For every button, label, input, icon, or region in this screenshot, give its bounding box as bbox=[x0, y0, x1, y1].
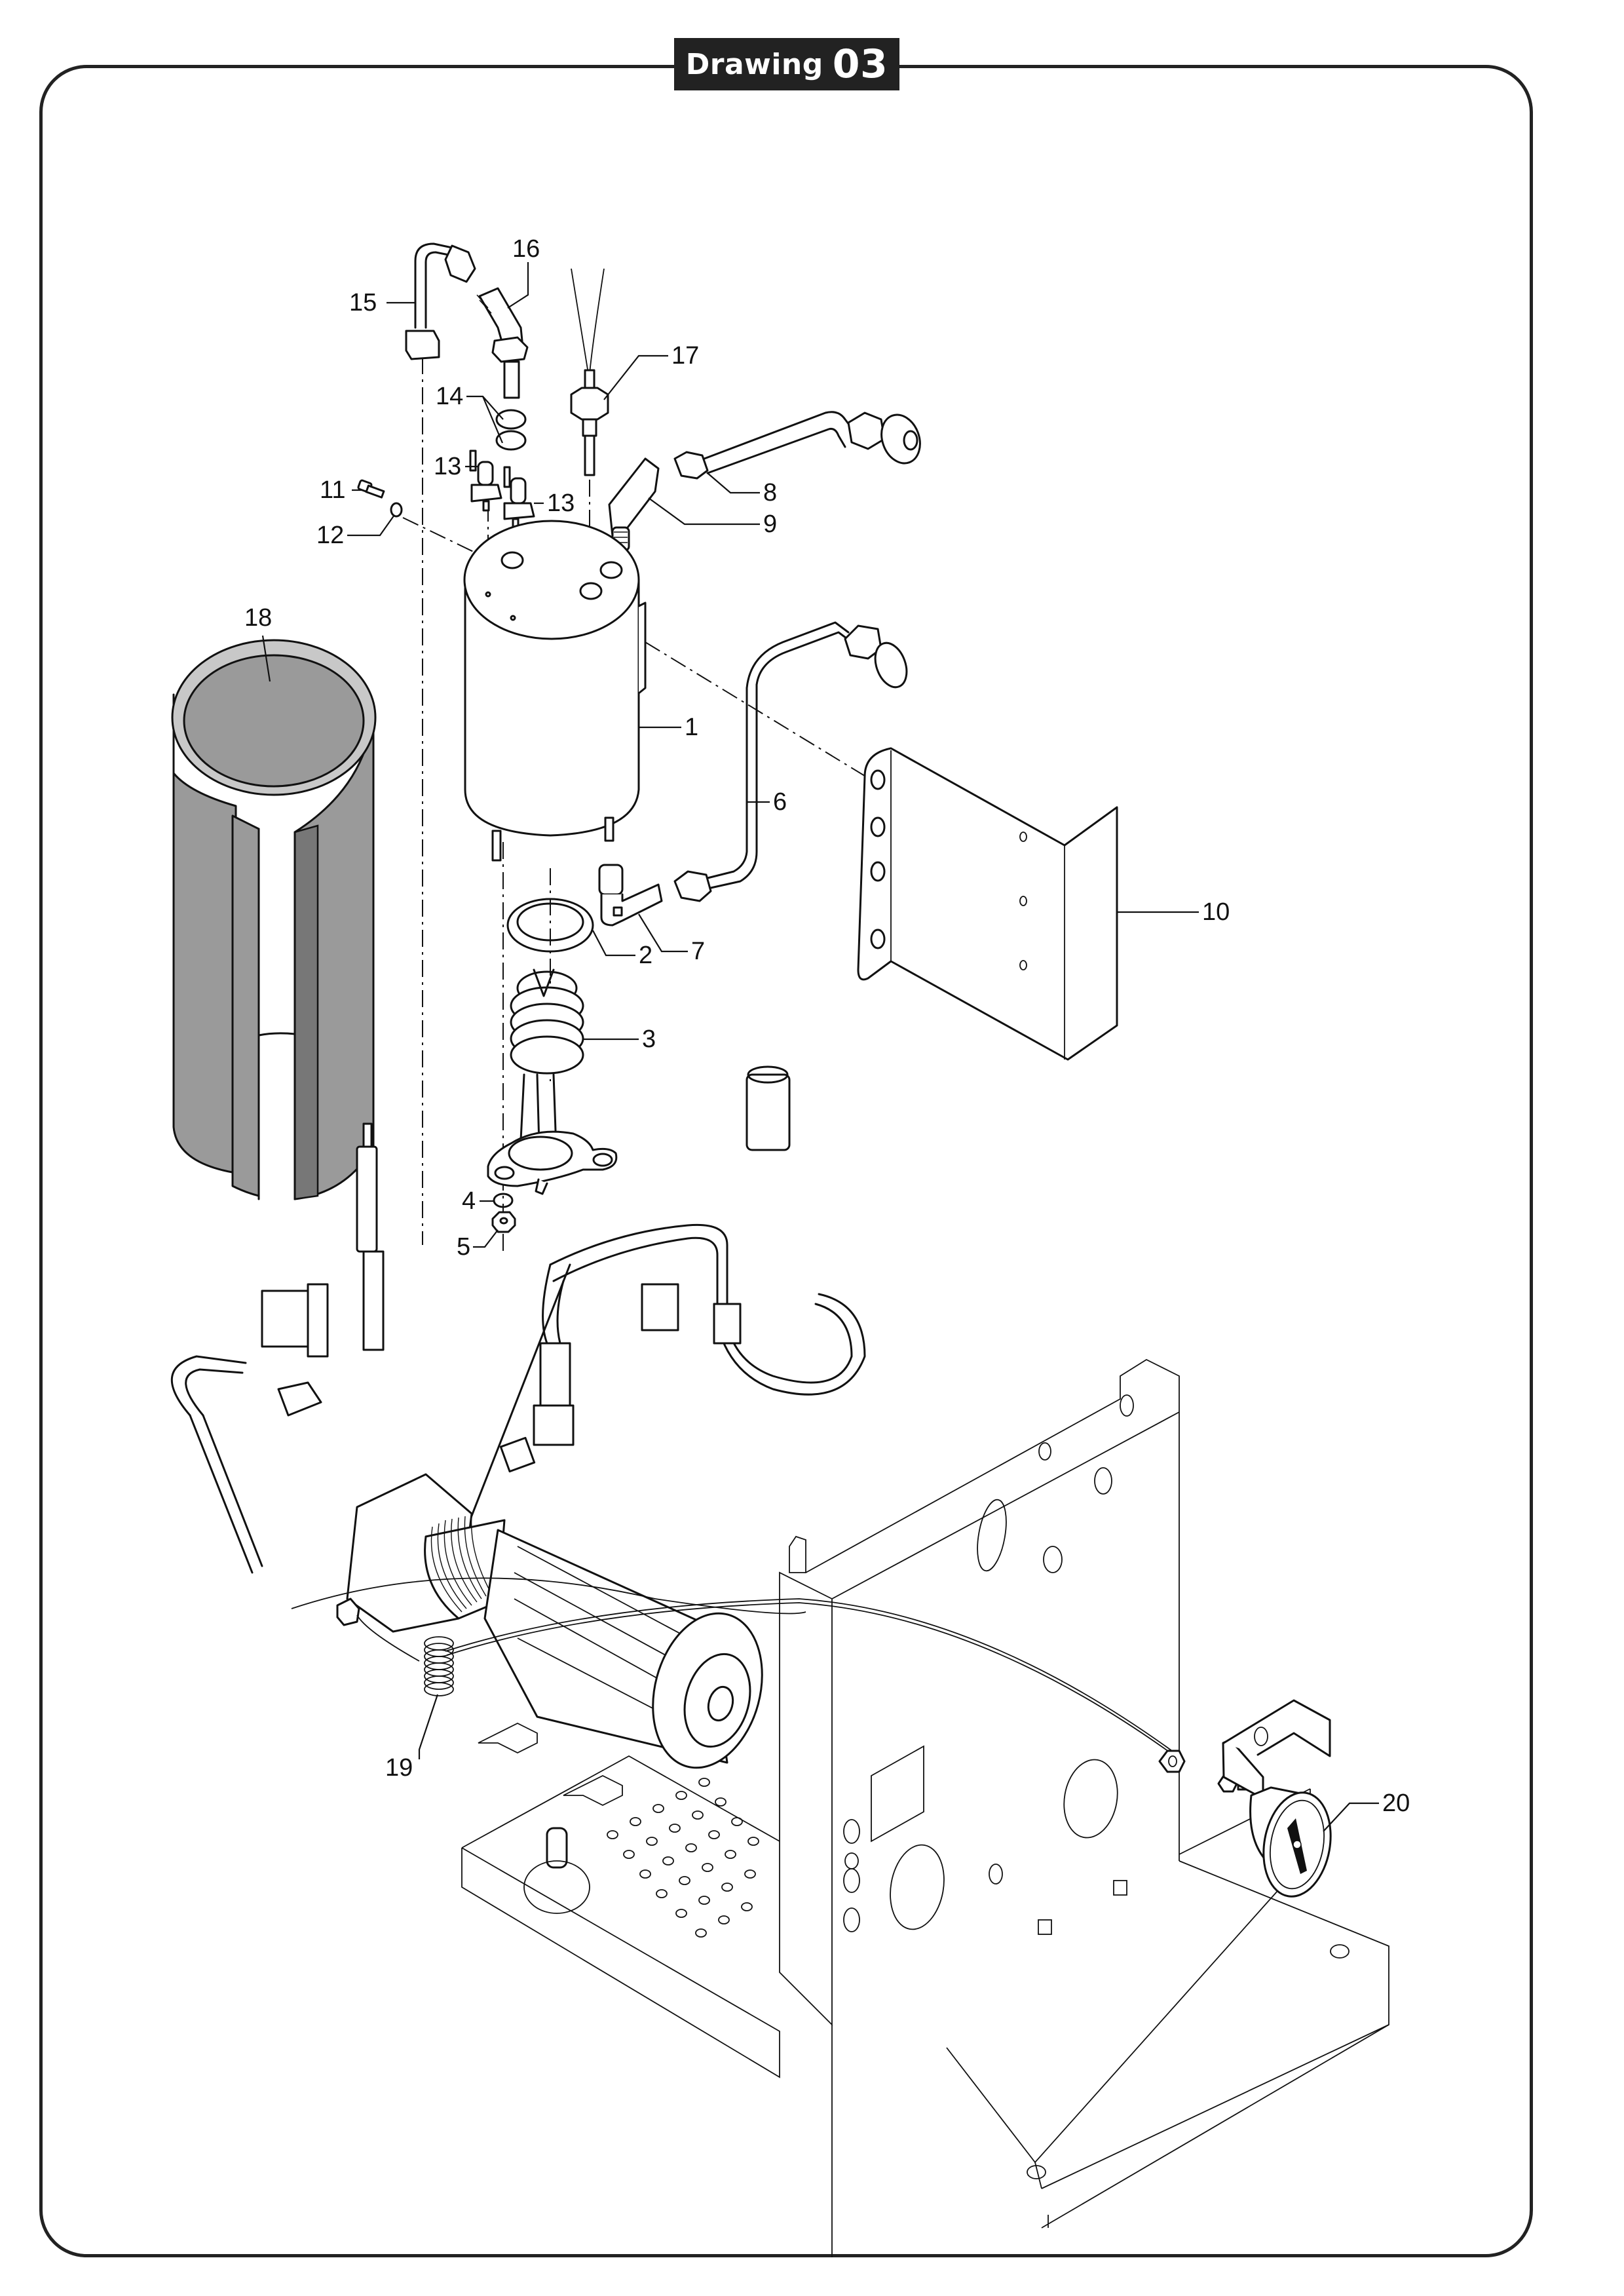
callout-15: 15 bbox=[349, 289, 377, 316]
callout-14: 14 bbox=[436, 383, 463, 410]
part-17-probe bbox=[570, 268, 609, 476]
part-1-boiler-tank bbox=[463, 520, 647, 862]
drip-tray bbox=[461, 1722, 780, 2078]
chassis-frame bbox=[779, 1358, 1389, 2257]
callout-7: 7 bbox=[691, 938, 705, 965]
part-8-water-pipe bbox=[673, 411, 921, 480]
callout-19: 19 bbox=[385, 1754, 413, 1782]
callout-1: 1 bbox=[685, 714, 698, 741]
axis-screw bbox=[402, 517, 499, 564]
callout-16: 16 bbox=[512, 235, 540, 263]
callout-13-left: 13 bbox=[434, 453, 461, 480]
thermostat-right bbox=[503, 466, 535, 529]
leader-17 bbox=[603, 354, 668, 400]
part-12-washer bbox=[390, 502, 403, 518]
leader-16 bbox=[507, 262, 529, 309]
callout-11: 11 bbox=[320, 476, 345, 504]
part-19-capillary-coil bbox=[336, 1598, 1181, 1761]
pump-assembly bbox=[291, 1473, 806, 1769]
callout-3: 3 bbox=[642, 1025, 656, 1053]
drawing-number: 03 bbox=[832, 41, 888, 87]
bracket-holes bbox=[1019, 832, 1027, 970]
part-10-bracket bbox=[857, 747, 1118, 1061]
leader-7 bbox=[638, 913, 688, 953]
callout-2: 2 bbox=[639, 942, 652, 969]
part-14-o-rings bbox=[495, 409, 527, 451]
part-6-steam-pipe bbox=[673, 621, 908, 902]
part-20-pressure-gauge bbox=[1158, 1699, 1332, 1898]
leader-9 bbox=[648, 497, 760, 526]
tray-holes bbox=[607, 1778, 759, 1938]
leader-14 bbox=[466, 395, 504, 444]
leader-20 bbox=[1323, 1802, 1379, 1832]
part-3-heating-element bbox=[487, 968, 618, 1195]
leader-12 bbox=[347, 514, 395, 537]
callout-17: 17 bbox=[671, 342, 699, 370]
part-5-nut bbox=[491, 1211, 516, 1233]
callout-4: 4 bbox=[462, 1187, 476, 1215]
leader-5 bbox=[473, 1229, 499, 1248]
part-2-gasket bbox=[506, 898, 594, 953]
leader-18 bbox=[261, 635, 271, 682]
leader-8 bbox=[707, 472, 760, 494]
callout-18: 18 bbox=[244, 604, 272, 632]
callout-8: 8 bbox=[763, 479, 777, 507]
callout-12: 12 bbox=[316, 522, 344, 549]
leader-19 bbox=[418, 1694, 439, 1759]
part-9-elbow bbox=[608, 457, 660, 552]
callout-6: 6 bbox=[773, 788, 787, 816]
callout-10: 10 bbox=[1202, 898, 1230, 926]
thermostat-left bbox=[469, 450, 502, 512]
part-16-elbow bbox=[476, 287, 529, 399]
bracket-studs bbox=[870, 769, 886, 949]
callout-leaders bbox=[261, 262, 1379, 1832]
callout-9: 9 bbox=[763, 510, 777, 538]
callout-5: 5 bbox=[457, 1233, 470, 1261]
part-11-screw bbox=[357, 479, 385, 499]
part-13-thermostats bbox=[469, 450, 535, 529]
lower-valve-assembly bbox=[171, 1065, 866, 1574]
part-18-insulation bbox=[171, 639, 377, 1200]
part-15-pipe bbox=[405, 242, 476, 360]
part-7-elbow bbox=[598, 864, 663, 927]
callout-13-right: 13 bbox=[547, 489, 575, 517]
drawing-title-prefix: Drawing bbox=[685, 47, 823, 81]
leader-2 bbox=[592, 930, 635, 957]
callout-labels: 1 2 3 4 5 6 7 8 9 10 11 12 13 13 14 15 1… bbox=[244, 235, 1410, 1817]
callout-20: 20 bbox=[1382, 1789, 1410, 1817]
drawing-title: Drawing 03 bbox=[674, 38, 899, 90]
